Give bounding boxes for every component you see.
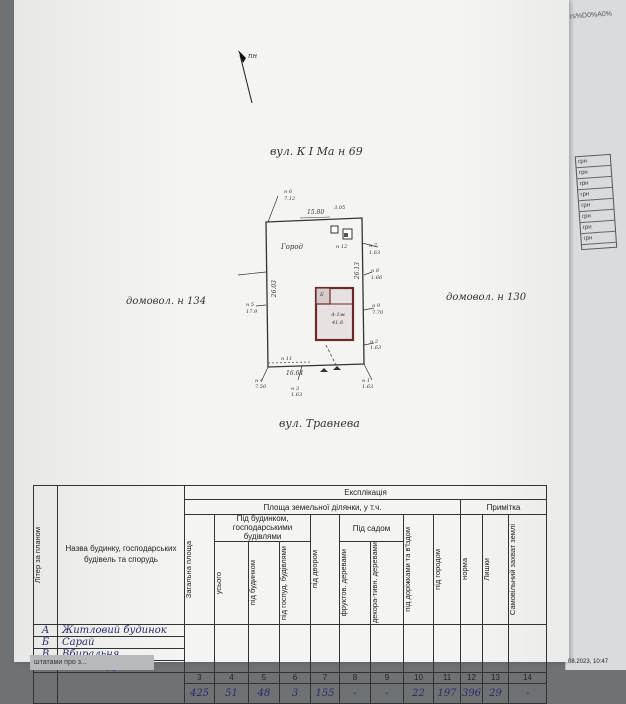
land-area-title: Площа земельної ділянки, у т.ч. xyxy=(184,499,461,515)
column-number: 5 xyxy=(248,671,280,684)
dimension-small: 3.05 xyxy=(334,205,346,211)
point-label: н 8 xyxy=(371,268,380,274)
column-number: 8 xyxy=(339,671,371,684)
site-plan: пн вул. К І Ма н 69 вул. Травнева домово… xyxy=(126,50,527,430)
column-number: 13 xyxy=(482,671,509,684)
total-cell: - xyxy=(507,682,548,704)
norm-header: норма xyxy=(460,558,470,581)
right-neighbor-label: домовол. н 130 xyxy=(446,292,527,303)
point-value: 1.63 xyxy=(369,250,381,256)
under-garden-header: Під садом xyxy=(339,513,404,543)
point-label: н 11 xyxy=(281,356,293,362)
street-bottom-label: вул. Травнева xyxy=(279,417,360,430)
dimension-left: 26.03 xyxy=(271,280,278,298)
north-label: пн xyxy=(248,52,258,60)
point-label: н 1 xyxy=(362,378,371,384)
house-annex xyxy=(315,287,331,305)
column-number: 7 xyxy=(310,671,340,684)
total-cell: 155 xyxy=(310,682,340,704)
column-number: 4 xyxy=(214,671,249,684)
dimension-right: 26.13 xyxy=(354,262,361,280)
point-value: 1.63 xyxy=(291,392,303,398)
table-cell: А xyxy=(33,623,58,637)
liter-header: Літер за планом xyxy=(33,526,43,583)
house-label: А-1ж xyxy=(331,312,346,318)
under-roads-header: під доріжками та в'їздом xyxy=(403,526,413,612)
total-cell: 48 xyxy=(248,682,280,704)
total-cell: 29 xyxy=(482,682,509,704)
point-value: 1.63 xyxy=(370,345,382,351)
name-header: Назва будинку, господарських будівель та… xyxy=(57,485,185,625)
excess-header: Лишки xyxy=(482,557,492,581)
site-plan-drawing xyxy=(237,50,379,381)
entrance-arrow-icon xyxy=(333,366,341,370)
street-top-label: вул. К І Ма н 69 xyxy=(270,145,363,158)
table-cell: Б xyxy=(33,635,58,649)
point-label: н 5 xyxy=(246,302,255,308)
total-cell: 22 xyxy=(403,682,434,704)
explication-table: Літер за планом Назва будинку, господарс… xyxy=(33,485,548,704)
total-cell: 396 xyxy=(460,682,483,704)
explication-title: Експлікація xyxy=(183,485,548,500)
column-number: 14 xyxy=(507,671,548,684)
under-yard-header: під двором xyxy=(310,550,320,589)
under-vegetable-header: під городом xyxy=(433,548,443,590)
timestamp-text: 08.2023, 10:47 xyxy=(568,659,609,665)
under-house-header: під будинком xyxy=(248,560,258,606)
house-area-label: 41.8 xyxy=(332,320,344,326)
table-cell: Житловий будинок xyxy=(57,623,185,637)
total-cell: 51 xyxy=(214,682,249,704)
under-outbuildings-header: під госпуд. будівлями xyxy=(279,545,289,620)
decor-trees-header: декора-тивн. деревами xyxy=(370,542,380,624)
point-label: н 3 xyxy=(291,386,300,392)
shed-small xyxy=(330,225,339,234)
bottom-strip-text: штатами про з... xyxy=(30,655,154,670)
total-area-header: Загальна площа xyxy=(184,540,194,598)
point-label: н 7 xyxy=(369,243,378,249)
garden-label: Город xyxy=(281,243,303,251)
point-label: н 4 xyxy=(255,378,264,384)
point-value: 1.63 xyxy=(362,384,374,390)
total-sub-header: усього xyxy=(214,571,224,595)
column-number: 6 xyxy=(279,671,311,684)
column-number: 11 xyxy=(433,671,461,684)
point-label: н 2 xyxy=(370,339,379,345)
column-number: 10 xyxy=(403,671,434,684)
total-cell: - xyxy=(339,682,371,704)
north-arrow-icon xyxy=(239,54,253,104)
total-cell: - xyxy=(370,682,404,704)
point-label: н 12 xyxy=(336,244,348,250)
dimension-top: 15.80 xyxy=(307,209,325,216)
seized-land-header: Самовільний захват землі xyxy=(508,523,517,615)
dimension-bottom: 16.64 xyxy=(286,370,304,377)
shed-label: Б xyxy=(320,292,324,298)
point-value: 7.12 xyxy=(284,196,296,202)
column-number: 12 xyxy=(460,671,483,684)
column-number: 9 xyxy=(370,671,404,684)
fruit-trees-header: фруктов. деревами xyxy=(339,549,349,617)
north-arrow-head-icon xyxy=(238,50,246,63)
point-value: 17.9 xyxy=(246,309,258,315)
point-value: 1.66 xyxy=(371,275,383,281)
point-value: 7.70 xyxy=(372,310,384,316)
table-cell: Сарай xyxy=(57,635,185,649)
point-label: н 9 xyxy=(372,303,381,309)
total-cell: 425 xyxy=(184,682,215,704)
total-cell: 197 xyxy=(433,682,461,704)
point-label: н 6 xyxy=(284,189,293,195)
total-cell: 3 xyxy=(279,682,311,704)
point-value: 7.50 xyxy=(255,384,267,390)
note-title: Примітка xyxy=(459,499,548,515)
under-buildings-header: Під будинком, господарськими будівлями xyxy=(214,513,311,543)
column-number: 3 xyxy=(184,671,215,684)
left-neighbor-label: домовол. н 134 xyxy=(126,296,207,307)
